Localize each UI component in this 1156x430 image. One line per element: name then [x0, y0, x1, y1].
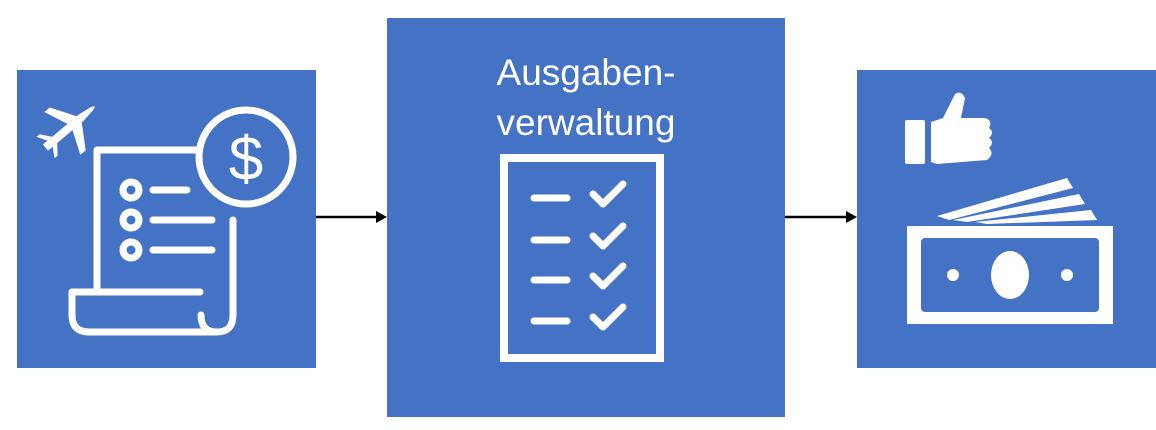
reimbursement-box [857, 70, 1156, 368]
dollar-icon: $ [195, 106, 297, 208]
title-line-2: verwaltung [496, 102, 676, 143]
svg-text:$: $ [229, 125, 263, 194]
banknotes-icon [907, 178, 1113, 324]
reimbursement-icons [905, 92, 1113, 324]
expense-submission-icons: $ [36, 106, 297, 336]
airplane-icon [36, 106, 95, 159]
arrow-left-to-middle [316, 211, 387, 223]
receipt-icon [68, 146, 237, 336]
title-line-1: Ausgaben- [496, 52, 676, 93]
arrow-middle-to-right [785, 211, 857, 223]
expense-management-title: Ausgaben- verwaltung [387, 48, 785, 148]
checklist-icon [500, 154, 664, 362]
thumbs-up-icon [905, 92, 992, 164]
expense-management-box: Ausgaben- verwaltung [387, 18, 785, 417]
expense-submission-box: $ [17, 70, 316, 368]
